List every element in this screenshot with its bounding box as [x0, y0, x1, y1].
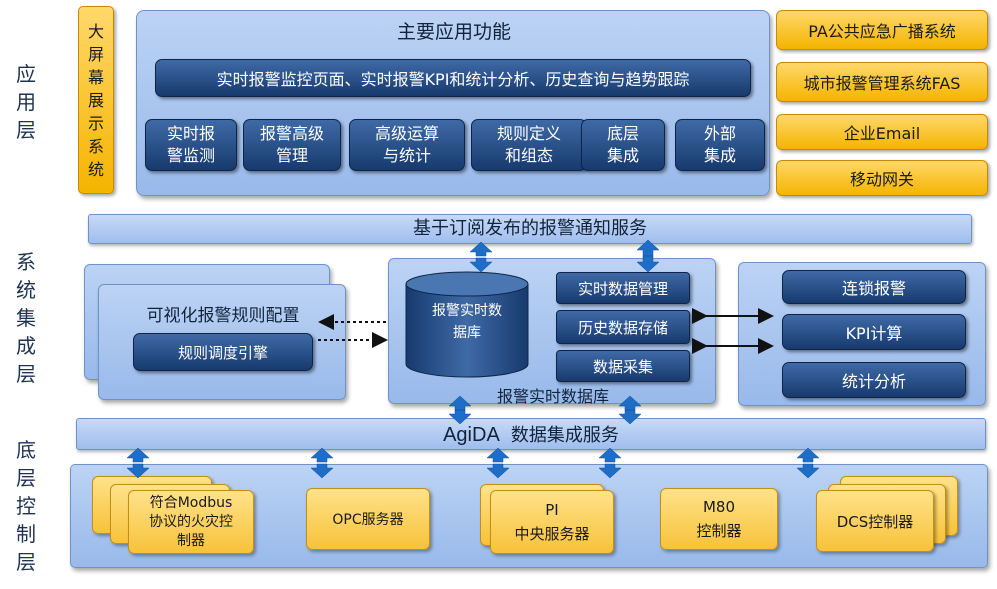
realtime-db-cylinder	[405, 271, 529, 378]
analysis-kpi-calc: KPI计算	[782, 314, 966, 350]
main-functions-panel: 主要应用功能 实时报警监控页面、实时报警KPI和统计分析、历史查询与趋势跟踪 实…	[136, 10, 770, 196]
arrow-notify-db-right	[636, 239, 660, 273]
system-layer-label: 系 统 集 成 层	[16, 250, 36, 386]
function-rule-definition: 规则定义 和组态	[471, 119, 587, 171]
function-realtime-monitor: 实时报 警监测	[145, 119, 237, 171]
function-bottom-integration: 底层 集成	[581, 119, 665, 171]
rule-engine-box: 规则调度引擎	[133, 333, 313, 371]
external-pa-broadcast: PA公共应急广播系统	[776, 10, 988, 50]
controller-modbus-fire: 符合Modbus 协议的火灾控 制器	[128, 490, 254, 554]
agida-name: AgiDA	[443, 424, 500, 446]
db-history-storage: 历史数据存储	[556, 310, 690, 344]
alarm-db-caption: 报警实时数据库	[496, 387, 609, 406]
external-email: 企业Email	[776, 114, 988, 150]
function-external-integration: 外部 集成	[675, 119, 765, 171]
analysis-statistics: 统计分析	[782, 362, 966, 398]
arrow-agida-pi	[486, 447, 510, 479]
big-screen-display-box: 大 屏 幕 展 示 系 统	[78, 6, 114, 194]
realtime-db-label: 报警实时数 据库	[432, 303, 502, 341]
rule-config-title: 可视化报警规则配置	[146, 306, 300, 326]
controller-m80: M80 控制器	[660, 488, 778, 550]
controller-opc-server: OPC服务器	[306, 488, 430, 550]
arrow-db-agida-left	[448, 395, 472, 425]
bottom-layer-label: 底 层 控 制 层	[16, 438, 36, 574]
controller-dcs: DCS控制器	[816, 490, 934, 552]
notification-service-band: 基于订阅发布的报警通知服务	[88, 214, 972, 244]
rule-config-panel: 可视化报警规则配置 规则调度引擎	[98, 284, 346, 400]
agida-band: AgiDA 数据集成服务	[76, 418, 986, 450]
external-mobile-gateway: 移动网关	[776, 160, 988, 196]
arrow-agida-opc	[310, 447, 334, 479]
app-layer-label: 应 用 层	[16, 62, 36, 142]
db-realtime-management: 实时数据管理	[556, 272, 690, 304]
arrow-db-agida-right	[618, 395, 642, 425]
db-data-collection: 数据采集	[556, 350, 690, 382]
function-advanced-computation: 高级运算 与统计	[349, 119, 465, 171]
external-fas: 城市报警管理系统FAS	[776, 62, 988, 102]
arrow-agida-m80	[598, 447, 622, 479]
controller-pi-server: PI 中央服务器	[490, 490, 614, 554]
arrow-agida-dcs	[796, 447, 820, 479]
arrow-agida-modbus	[126, 447, 150, 479]
arrow-notify-db-left	[469, 241, 493, 273]
analysis-interlock-alarm: 连锁报警	[782, 270, 966, 304]
agida-service: 数据集成服务	[510, 425, 619, 446]
function-advanced-management: 报警高级 管理	[243, 119, 341, 171]
main-functions-banner: 实时报警监控页面、实时报警KPI和统计分析、历史查询与趋势跟踪	[155, 59, 751, 97]
main-functions-title: 主要应用功能	[396, 21, 511, 43]
